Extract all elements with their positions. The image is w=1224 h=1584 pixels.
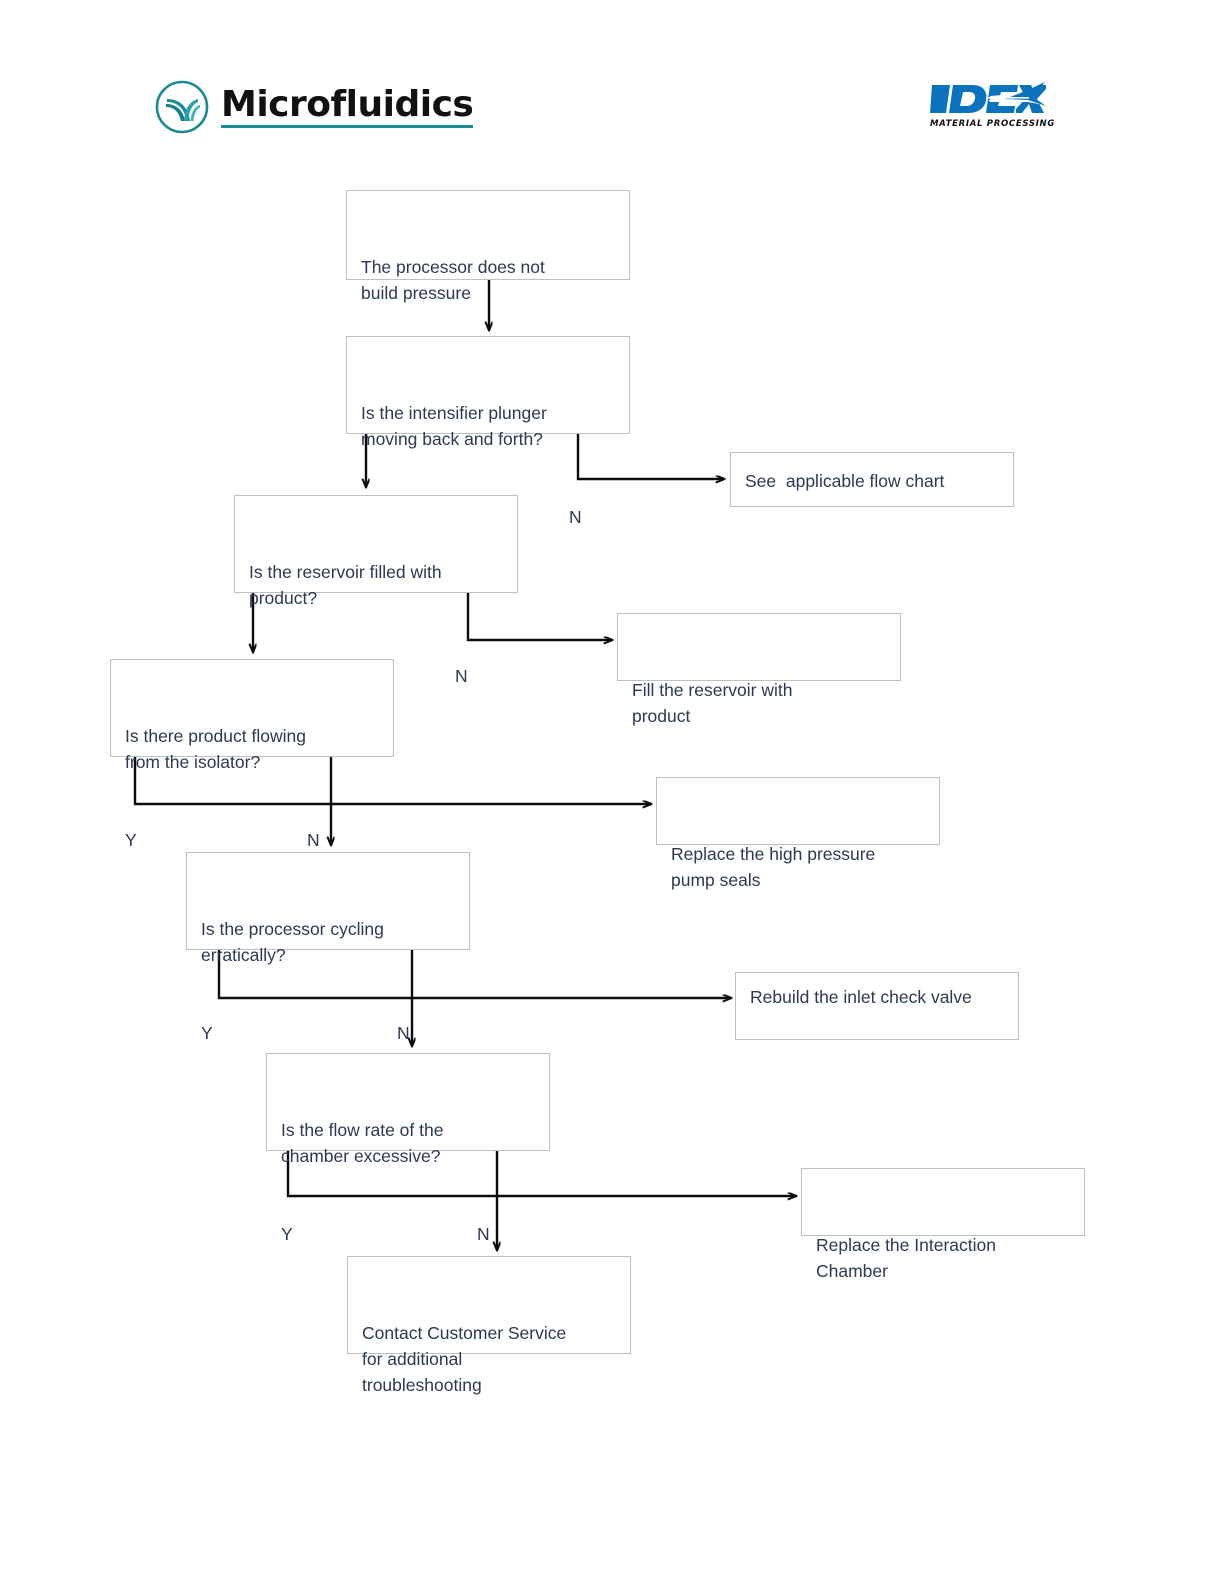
branch-labels: Y N bbox=[125, 828, 379, 850]
node-replace-pump-seals[interactable]: Replace the high pressure pump seals bbox=[656, 777, 940, 890]
branch-label-no: N bbox=[455, 666, 468, 687]
node-text: Is the flow rate of the chamber excessiv… bbox=[281, 1119, 444, 1166]
branch-labels: Y N bbox=[281, 1222, 535, 1244]
node-text: Fill the reservoir with product bbox=[632, 679, 793, 726]
node-processor-no-pressure[interactable]: The processor does not build pressure bbox=[346, 190, 630, 303]
branch-label-no: N bbox=[477, 1224, 490, 1245]
microfluidics-wordmark-text: Microfluidics bbox=[221, 83, 474, 125]
branch-labels: Y N bbox=[201, 1021, 455, 1043]
microfluidics-underline bbox=[221, 124, 474, 128]
node-text: See applicable flow chart bbox=[745, 470, 945, 491]
node-contact-customer-service[interactable]: Contact Customer Service for additional … bbox=[347, 1256, 631, 1395]
node-question-product-flowing-isolator[interactable]: Is there product flowing from the isolat… bbox=[110, 659, 394, 850]
node-question-processor-cycling[interactable]: Is the processor cycling erratically? Y … bbox=[186, 852, 470, 1043]
branch-label-no: N bbox=[397, 1023, 410, 1044]
branch-label-yes: Y bbox=[201, 1023, 213, 1044]
node-question-intensifier-plunger[interactable]: Is the intensifier plunger moving back a… bbox=[346, 336, 630, 527]
node-text: Contact Customer Service for additional … bbox=[362, 1322, 567, 1395]
branch-label-no: N bbox=[307, 830, 320, 851]
node-text: Replace the Interaction Chamber bbox=[816, 1234, 996, 1281]
node-fill-the-reservoir[interactable]: Fill the reservoir with product bbox=[617, 613, 901, 726]
idex-tagline: MATERIAL PROCESSING bbox=[930, 119, 1056, 129]
node-text: Replace the high pressure pump seals bbox=[671, 843, 876, 890]
node-text: Is the reservoir filled with product? bbox=[249, 561, 442, 608]
branch-label-no: N bbox=[569, 507, 582, 528]
node-question-flow-rate-excessive[interactable]: Is the flow rate of the chamber excessiv… bbox=[266, 1053, 550, 1244]
node-text: Is the intensifier plunger moving back a… bbox=[361, 402, 547, 449]
node-rebuild-inlet-check-valve[interactable]: Rebuild the inlet check valve bbox=[735, 972, 1019, 1040]
node-see-applicable-flow-chart[interactable]: See applicable flow chart bbox=[730, 452, 1014, 507]
page-header: Microfluidics bbox=[0, 0, 1224, 170]
node-replace-interaction-chamber[interactable]: Replace the Interaction Chamber bbox=[801, 1168, 1085, 1281]
microfluidics-logo: Microfluidics bbox=[155, 80, 474, 134]
node-text: Is there product flowing from the isolat… bbox=[125, 725, 306, 772]
idex-star-icon bbox=[930, 82, 1046, 113]
node-question-reservoir-filled[interactable]: Is the reservoir filled with product? Y … bbox=[234, 495, 518, 686]
microfluidics-wordmark: Microfluidics bbox=[221, 83, 474, 128]
branch-label-yes: Y bbox=[125, 830, 137, 851]
idex-logo: MATERIAL PROCESSING bbox=[930, 82, 1056, 129]
node-text: The processor does not build pressure bbox=[361, 256, 545, 303]
microfluidics-leaf-icon bbox=[155, 80, 209, 134]
branch-label-yes: Y bbox=[281, 1224, 293, 1245]
node-text: Rebuild the inlet check valve bbox=[750, 987, 972, 1007]
node-text: Is the processor cycling erratically? bbox=[201, 918, 384, 965]
